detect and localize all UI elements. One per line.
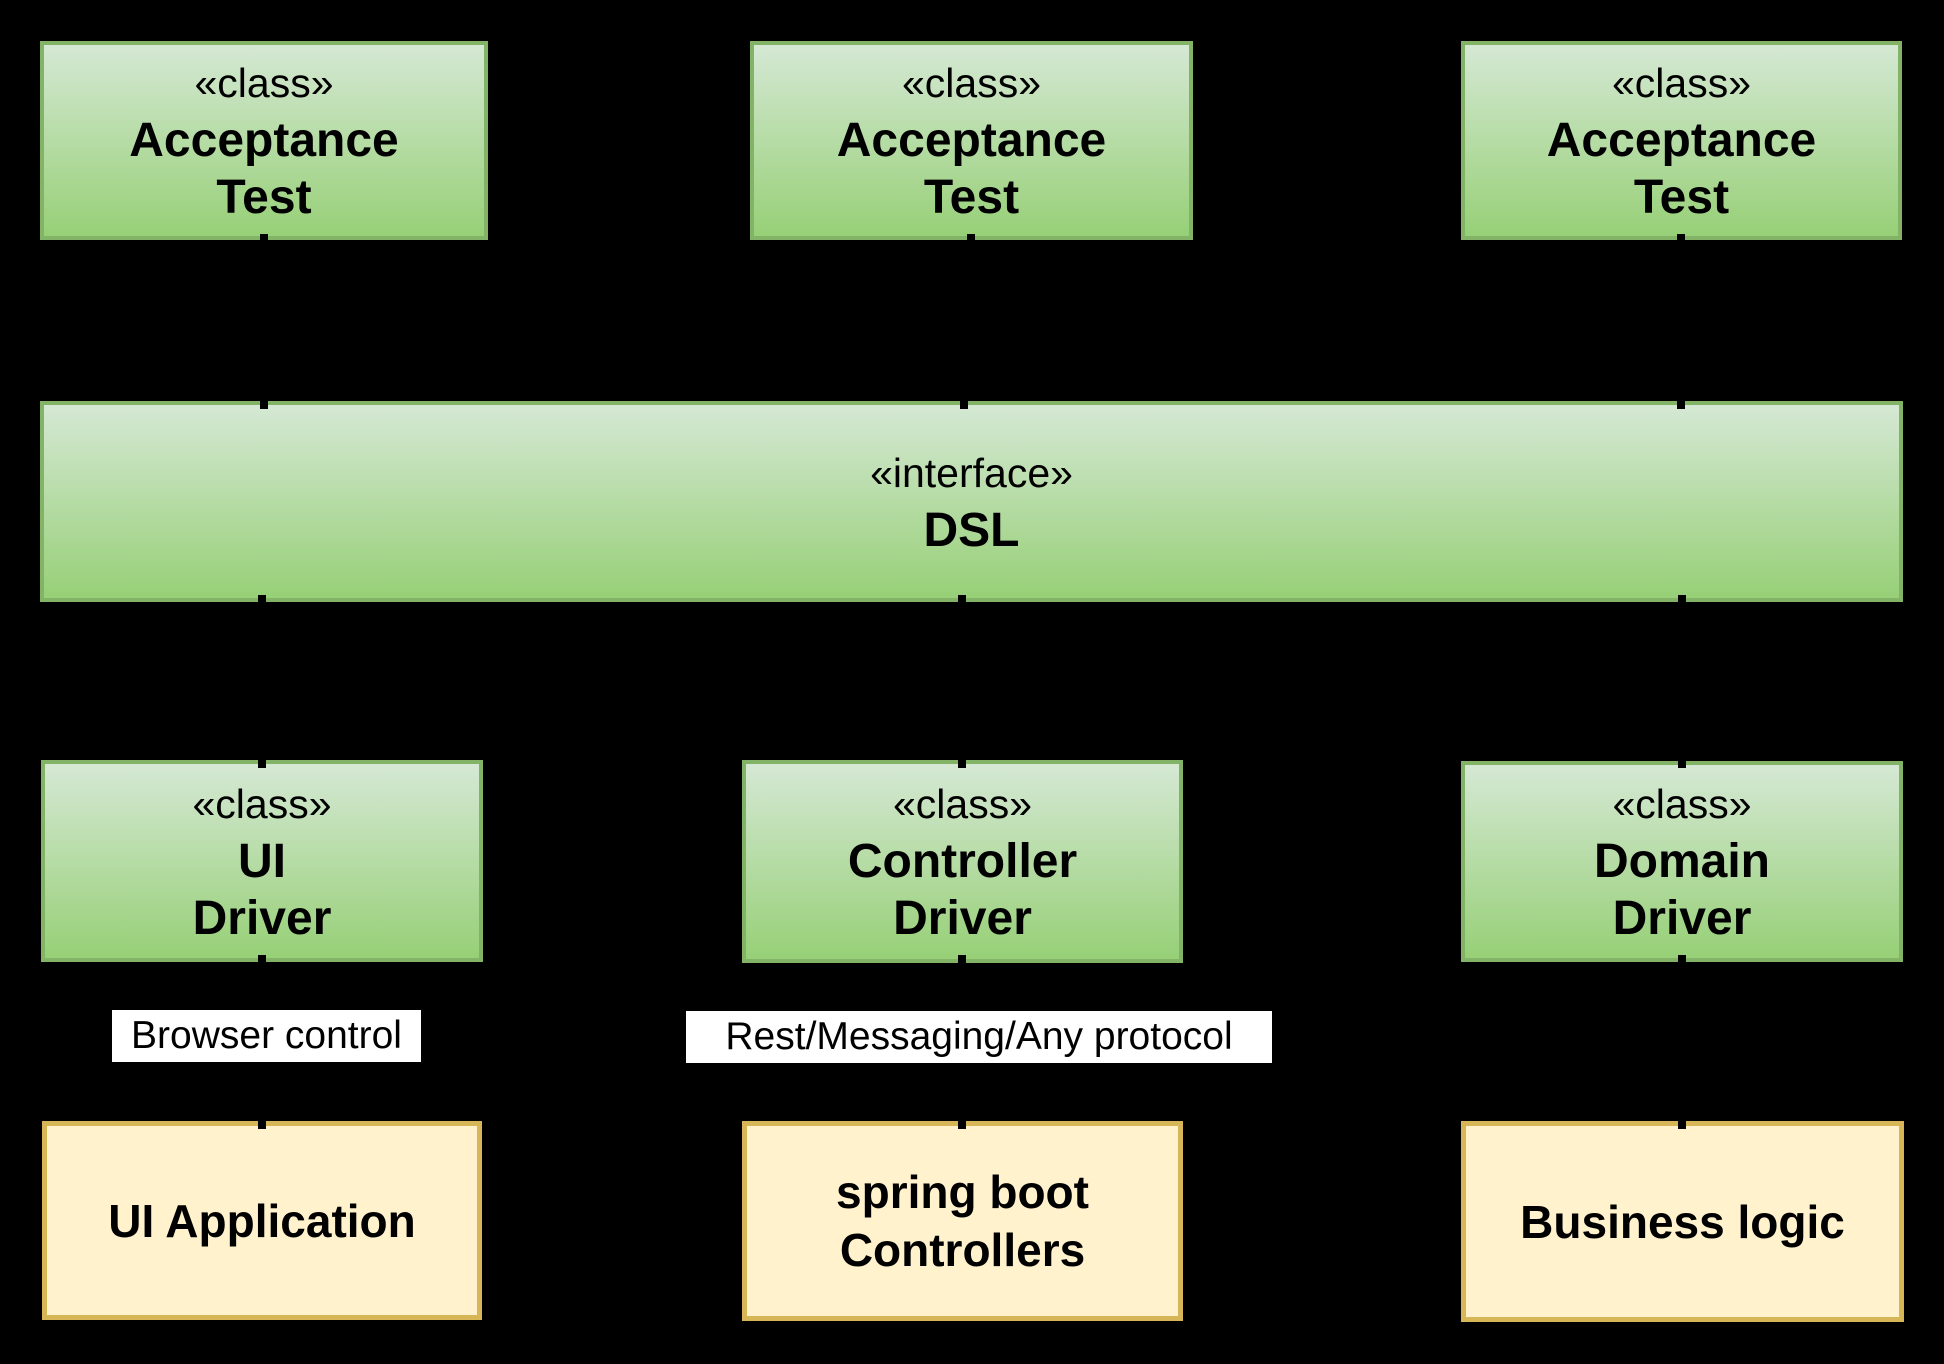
stereotype-label: «interface» [870, 449, 1073, 496]
arrow-stub [958, 1116, 966, 1129]
class-box-acceptance-test-2: «class» Acceptance Test [750, 41, 1193, 240]
class-box-acceptance-test-3: «class» Acceptance Test [1461, 41, 1902, 240]
arrow-stub [958, 595, 966, 608]
class-name-line: Test [1633, 171, 1730, 224]
arrow-stub [958, 755, 966, 768]
stereotype-label: «class» [1612, 781, 1752, 827]
arrow-stub [260, 234, 268, 247]
arrow-stub [1678, 955, 1686, 968]
stereotype-label: «class» [901, 60, 1041, 106]
class-name-line: Acceptance [1546, 114, 1817, 167]
arrow-stub [258, 1116, 266, 1129]
arrow-stub [260, 396, 268, 409]
note-name-line: UI Application [108, 1194, 416, 1247]
class-box-ui-driver: «class» UI Driver [41, 760, 483, 962]
class-name-line: Test [923, 171, 1020, 224]
arrow-stub [958, 955, 966, 968]
interface-box-dsl: «interface» DSL [40, 401, 1903, 602]
arrow-stub [960, 396, 968, 409]
class-box-controller-driver: «class» Controller Driver [742, 760, 1183, 963]
note-name-line: spring boot [836, 1166, 1089, 1218]
arrow-stub [258, 595, 266, 608]
class-name-line: UI [238, 834, 286, 888]
class-name-line: Driver [1612, 892, 1752, 945]
arrow-stub [258, 955, 266, 968]
note-box-ui-application: UI Application [42, 1121, 482, 1320]
stereotype-label: «class» [192, 780, 332, 827]
interface-name: DSL [923, 503, 1020, 557]
arrow-stub [967, 234, 975, 247]
stereotype-label: «class» [194, 60, 334, 106]
note-box-business-logic: Business logic [1461, 1121, 1904, 1322]
arrow-stub [1678, 755, 1686, 768]
stereotype-label: «class» [892, 781, 1032, 827]
arrow-stub [1678, 595, 1686, 608]
class-name-line: Controller [847, 835, 1078, 888]
arrow-stub [1678, 1116, 1686, 1129]
arrow-stub [258, 755, 266, 768]
note-name-line: Controllers [839, 1224, 1086, 1276]
connector-label-browser-control: Browser control [112, 1010, 421, 1062]
note-name-line: Business logic [1520, 1195, 1845, 1248]
connector-label-protocol: Rest/Messaging/Any protocol [686, 1011, 1272, 1063]
arrow-stub [1677, 396, 1685, 409]
class-box-domain-driver: «class» Domain Driver [1461, 761, 1903, 962]
arrow-stub [1677, 234, 1685, 247]
class-name-line: Test [216, 171, 312, 224]
note-box-spring-boot-controllers: spring boot Controllers [742, 1121, 1183, 1321]
class-box-acceptance-test-1: «class» Acceptance Test [40, 41, 488, 240]
class-name-line: Domain [1593, 835, 1770, 888]
class-name-line: Driver [893, 892, 1032, 945]
stereotype-label: «class» [1611, 60, 1751, 106]
class-name-line: Acceptance [836, 114, 1107, 167]
class-name-line: Acceptance [129, 114, 399, 167]
class-name-line: Driver [192, 891, 332, 945]
